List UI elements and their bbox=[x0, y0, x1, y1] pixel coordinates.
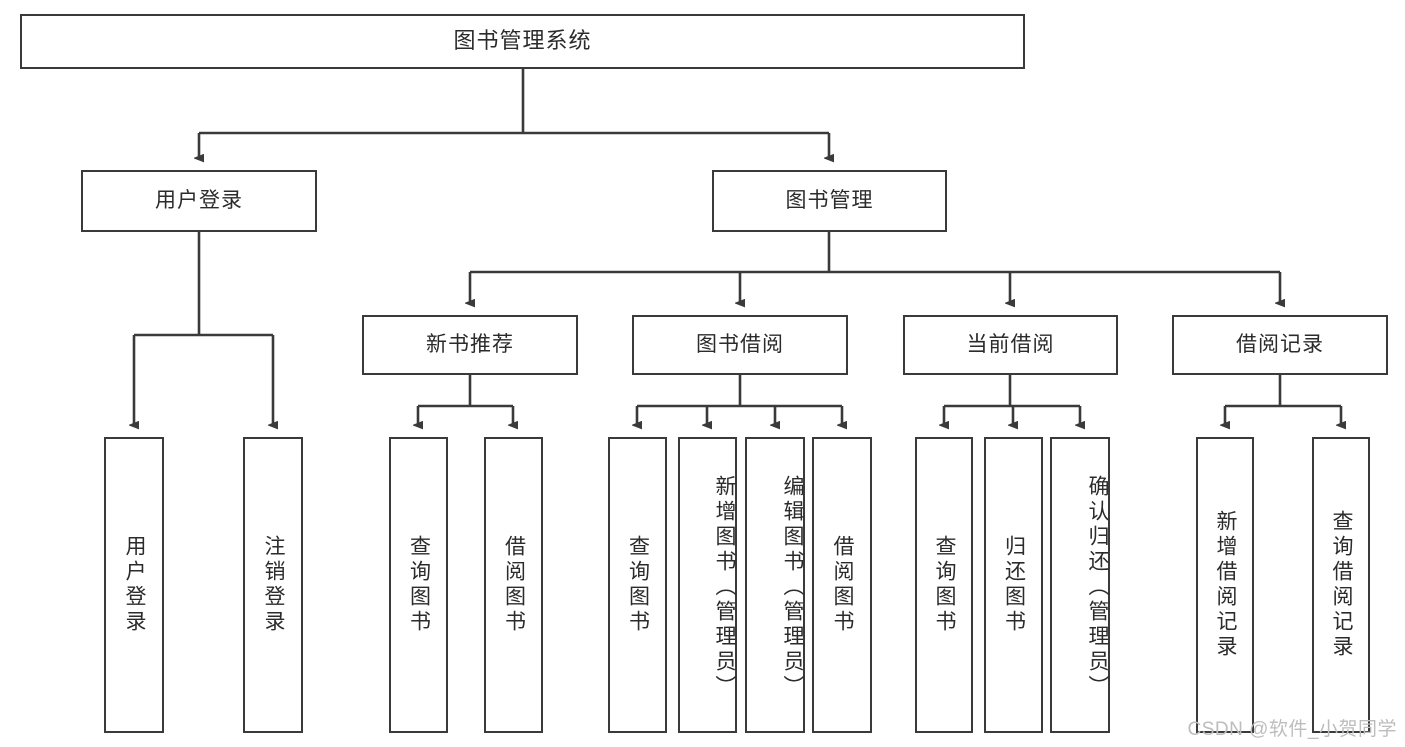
leaf-edit-book[interactable]: 编辑图书（管理员） bbox=[745, 437, 805, 733]
node-user-login[interactable]: 用户登录 bbox=[81, 170, 317, 232]
node-root[interactable]: 图书管理系统 bbox=[20, 14, 1025, 69]
leaf-query-record[interactable]: 查询借阅记录 bbox=[1312, 437, 1370, 733]
leaf-borrow-book-1[interactable]: 借阅图书 bbox=[484, 437, 543, 733]
leaf-logout[interactable]: 注销登录 bbox=[243, 437, 303, 733]
leaf-query-book-2[interactable]: 查询图书 bbox=[608, 437, 667, 733]
leaf-add-book[interactable]: 新增图书（管理员） bbox=[678, 437, 737, 733]
leaf-confirm-return[interactable]: 确认归还（管理员） bbox=[1050, 437, 1110, 733]
node-book-manage[interactable]: 图书管理 bbox=[712, 170, 947, 232]
leaf-add-record[interactable]: 新增借阅记录 bbox=[1196, 437, 1254, 733]
csdn-watermark: CSDN @软件_小贺同学 bbox=[1187, 719, 1397, 740]
node-current-borrow[interactable]: 当前借阅 bbox=[903, 315, 1118, 375]
leaf-query-book-3[interactable]: 查询图书 bbox=[915, 437, 973, 733]
leaf-query-book-1[interactable]: 查询图书 bbox=[389, 437, 448, 733]
node-new-book-rec[interactable]: 新书推荐 bbox=[362, 315, 578, 375]
leaf-user-login[interactable]: 用户登录 bbox=[104, 437, 164, 733]
leaf-return-book[interactable]: 归还图书 bbox=[984, 437, 1043, 733]
node-book-borrow[interactable]: 图书借阅 bbox=[632, 315, 848, 375]
leaf-borrow-book-2[interactable]: 借阅图书 bbox=[812, 437, 872, 733]
node-borrow-record[interactable]: 借阅记录 bbox=[1172, 315, 1388, 375]
